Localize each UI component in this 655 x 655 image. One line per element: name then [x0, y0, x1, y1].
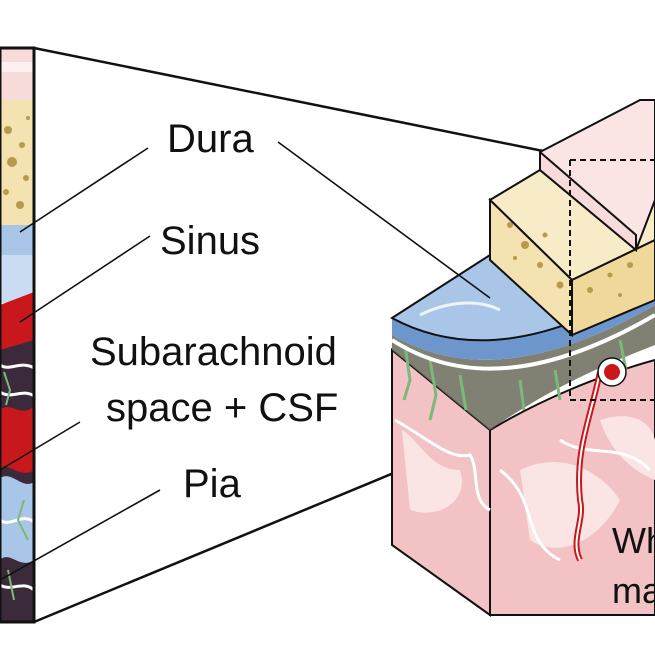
label-sinus: Sinus [160, 219, 260, 263]
brain-block [390, 99, 655, 617]
leader-sinus [19, 235, 151, 323]
label-pia: Pia [183, 462, 242, 506]
bone-block-pores [507, 222, 633, 297]
dura-layer-left [0, 225, 34, 257]
bone-side [571, 238, 655, 337]
zoom-projection-top [33, 46, 549, 154]
pia-layer [390, 313, 655, 371]
skin-layer [0, 48, 34, 108]
label-white-matter-line1: Wh [612, 520, 655, 561]
bone-pores [3, 116, 30, 209]
pia-vessels [402, 339, 628, 421]
label-subarachnoid-line1: Subarachnoid [90, 330, 337, 374]
skin-front [539, 149, 637, 253]
left-cross-section [0, 48, 34, 622]
sinus-vessel [604, 364, 620, 380]
leader-pia [0, 489, 161, 581]
label-subarachnoid-line2: space + CSF [106, 386, 338, 430]
label-white-matter-line2: ma [612, 570, 655, 611]
leader-lines [0, 141, 491, 581]
zoom-box [569, 160, 655, 401]
leader-dura-left [19, 147, 149, 233]
leader-dura-right [277, 141, 491, 299]
label-dura: Dura [167, 117, 254, 161]
leader-subarachnoid [0, 421, 81, 471]
left-strip-frame [0, 46, 36, 624]
